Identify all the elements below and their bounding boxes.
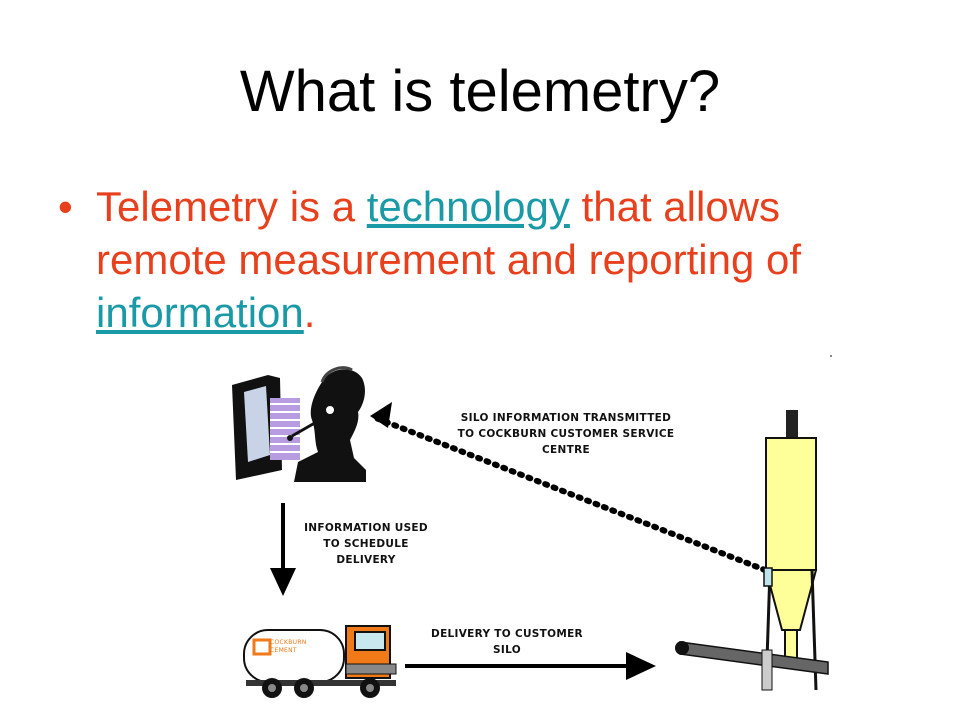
delivery-arrowhead	[626, 652, 656, 680]
bullet-text-part1: Telemetry is a	[96, 183, 367, 230]
tanker-logo-line2: CEMENT	[270, 647, 297, 654]
computer-monitor-icon	[232, 375, 300, 480]
label-transmit: SILO INFORMATION TRANSMITTED TO COCKBURN…	[457, 412, 675, 456]
bullet-text-part3: .	[303, 289, 316, 336]
operator-headset-icon	[287, 366, 366, 482]
slide-title: What is telemetry?	[239, 59, 721, 124]
bullet-text: Telemetry is a technology that allows re…	[96, 180, 916, 339]
label-schedule: INFORMATION USED TO SCHEDULE DELIVERY	[304, 522, 428, 566]
schedule-arrowhead	[270, 568, 296, 596]
bullet-text-part2: that allows remote measurement and repor…	[96, 183, 802, 283]
transmit-dotted-arrow	[373, 415, 768, 573]
information-link[interactable]: information	[96, 289, 304, 336]
tanker-logo-line1: COCKBURN	[270, 639, 307, 646]
transmit-arrowhead	[370, 402, 392, 428]
bullet-dot: •	[58, 183, 73, 230]
tanker-truck-icon	[243, 625, 397, 698]
silo-icon	[675, 355, 832, 691]
label-delivery: DELIVERY TO CUSTOMER SILO	[431, 628, 583, 656]
technology-link[interactable]: technology	[366, 183, 570, 230]
